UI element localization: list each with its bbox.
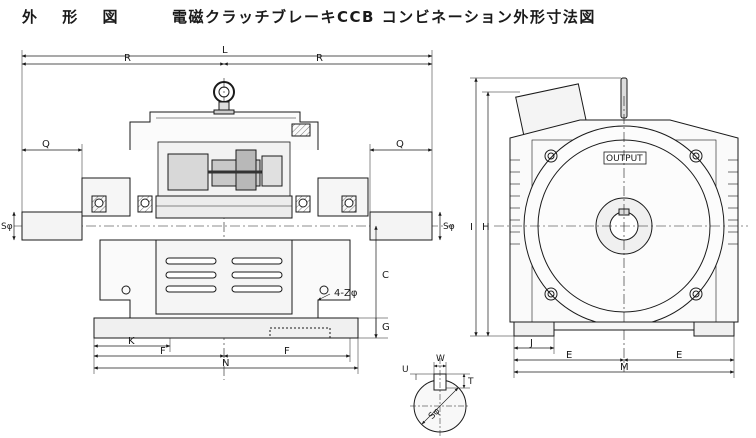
dim-C: C [382,270,389,281]
left-shaft [21,211,83,241]
dim-F-left: F [160,346,166,357]
dim-H: H [482,222,490,233]
dim-G: G [382,322,390,333]
dim-S-right: Sφ [443,222,455,232]
page-title-right: 電磁クラッチブレーキCCB コンビネーション外形寸法図 [172,8,596,26]
detail-dim-T: T [467,377,474,387]
dim-F-right: F [284,346,290,357]
page-title-left: 外 形 図 [22,8,128,26]
dim-Q-right: Q [396,139,404,150]
dim-Q-left: Q [42,139,50,150]
detail-dim-W: W [436,354,445,364]
dim-J: J [529,338,533,349]
dim-L: L [222,45,228,56]
dim-E-right: E [676,350,682,361]
dim-hole: 4-Zφ [334,288,358,299]
dim-K: K [128,336,135,347]
dim-M: M [620,362,629,373]
dim-E-left: E [566,350,572,361]
side-view [470,77,748,378]
right-shaft [369,211,433,241]
detail-dim-U: U [402,365,409,375]
shaft-key-detail [410,358,470,436]
dim-I: I [470,222,473,233]
dim-R-right: R [316,53,323,64]
dim-N: N [222,358,229,369]
dim-R-left: R [124,53,131,64]
front-view [12,50,454,380]
output-label: OUTPUT [606,154,643,164]
dim-S-left: Sφ [1,222,13,232]
